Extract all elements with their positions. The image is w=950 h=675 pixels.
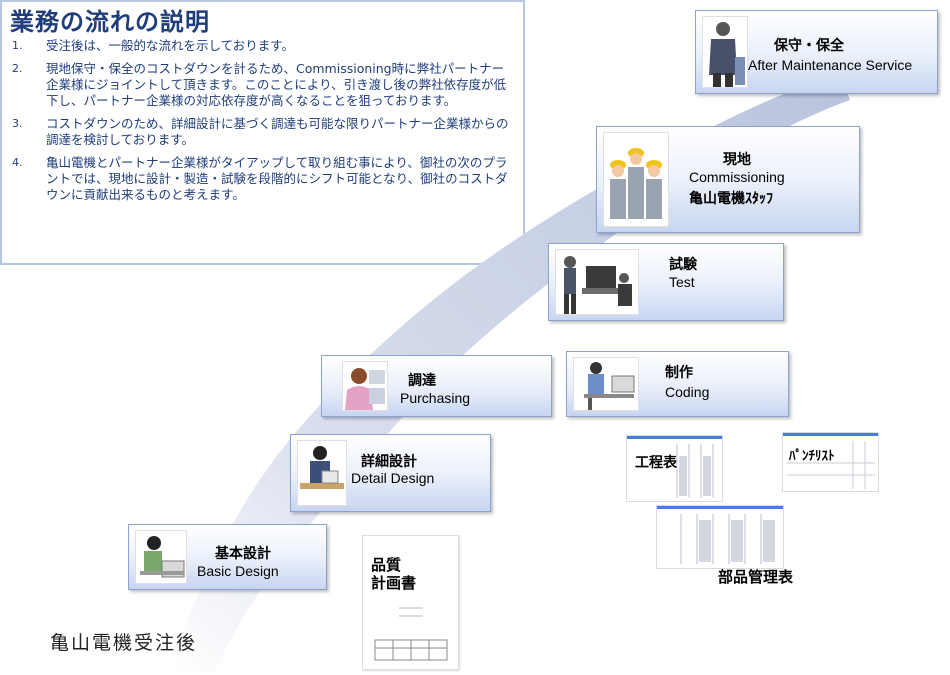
step-label-jp: 試験 (669, 257, 697, 273)
step-maintenance: 保守・保全 After Maintenance Service (695, 10, 938, 94)
sheet-grid (680, 514, 775, 564)
sheet-header-bar (627, 436, 722, 439)
designer-at-desk-icon (135, 530, 187, 584)
step-label-en: Detail Design (351, 470, 435, 486)
document-title-line1: 品質 (371, 556, 402, 574)
workers-helmet-icon (603, 132, 669, 227)
item-text: 亀山電機とパートナー企業様がタイアップして取り組む事により、御社の次のプラントで… (46, 155, 508, 202)
item-number: 1. (12, 39, 23, 52)
sheet-grid (676, 444, 714, 498)
item-text: 受注後は、一般的な流れを示しております。 (46, 38, 295, 53)
parts-table-label: 部品管理表 (718, 568, 794, 586)
step-label-en: Commissioning (689, 169, 785, 185)
punch-list-sheet: ﾊﾟﾝﾁﾘｽﾄ (782, 432, 879, 492)
start-label: 亀山電機受注後 (50, 632, 198, 654)
step-label-staff: 亀山電機ｽﾀｯﾌ (689, 190, 773, 206)
item-number: 2. (12, 62, 23, 75)
document-title-line2: 計画書 (371, 574, 417, 592)
schedule-sheet: 工程表 (626, 435, 723, 502)
explanation-list: 1. 受注後は、一般的な流れを示しております。 2. 現地保守・保全のコストダウンを… (8, 38, 513, 210)
explanation-panel: 業務の流れの説明 1. 受注後は、一般的な流れを示しております。 2. 現地保守・保… (0, 0, 525, 265)
step-label-en: Test (669, 274, 695, 290)
step-label-jp: 現地 (723, 152, 751, 168)
step-detail-design: 詳細設計 Detail Design (290, 434, 491, 512)
sheet-header-bar (783, 433, 878, 436)
item-text: コストダウンのため、詳細設計に基づく調達も可能な限りパートナー企業様からの調達を… (46, 116, 509, 147)
programmer-icon (573, 357, 639, 411)
explanation-item: 2. 現地保守・保全のコストダウンを計るため、Commissioning時に弊社パ… (8, 61, 513, 109)
step-label-jp: 詳細設計 (361, 454, 417, 470)
item-number: 3. (12, 117, 23, 130)
item-number: 4. (12, 156, 23, 169)
desk-designer-icon (297, 440, 347, 506)
explanation-item: 3. コストダウンのため、詳細設計に基づく調達も可能な限りパートナー企業様からの調… (8, 116, 513, 148)
sheet-header-bar (657, 506, 783, 509)
step-label-jp: 制作 (665, 365, 693, 381)
step-label-jp: 保守・保全 (774, 38, 844, 54)
step-purchasing: 調達 Purchasing (321, 355, 552, 417)
step-label-en: Coding (665, 384, 710, 400)
step-label-jp: 調達 (408, 373, 436, 389)
step-label-en: Basic Design (197, 563, 279, 579)
step-commissioning: 現地 Commissioning 亀山電機ｽﾀｯﾌ (596, 126, 860, 233)
step-label-jp: 基本設計 (215, 546, 271, 562)
step-coding: 制作 Coding (566, 351, 789, 417)
explanation-title: 業務の流れの説明 (10, 8, 210, 36)
sheet-label: 工程表 (635, 455, 677, 471)
phone-operator-icon (342, 361, 388, 411)
parts-table-sheet (656, 505, 784, 569)
test-engineer-icon (555, 249, 639, 315)
step-label-en: Purchasing (400, 390, 471, 406)
explanation-item: 4. 亀山電機とパートナー企業様がタイアップして取り組む事により、御社の次のプラン… (8, 155, 513, 203)
explanation-item: 1. 受注後は、一般的な流れを示しております。 (8, 38, 513, 54)
sheet-grid (787, 441, 875, 489)
step-test: 試験 Test (548, 243, 784, 321)
sheet-label: ﾊﾟﾝﾁﾘｽﾄ (789, 449, 835, 464)
quality-plan-document: 品質 計画書 (362, 535, 459, 670)
step-basic-design: 基本設計 Basic Design (128, 524, 327, 590)
step-label-en: After Maintenance Service (748, 57, 913, 73)
document-table-graphic (374, 607, 448, 661)
item-text: 現地保守・保全のコストダウンを計るため、Commissioning時に弊社パート… (46, 61, 507, 108)
maintenance-worker-icon (702, 16, 748, 88)
